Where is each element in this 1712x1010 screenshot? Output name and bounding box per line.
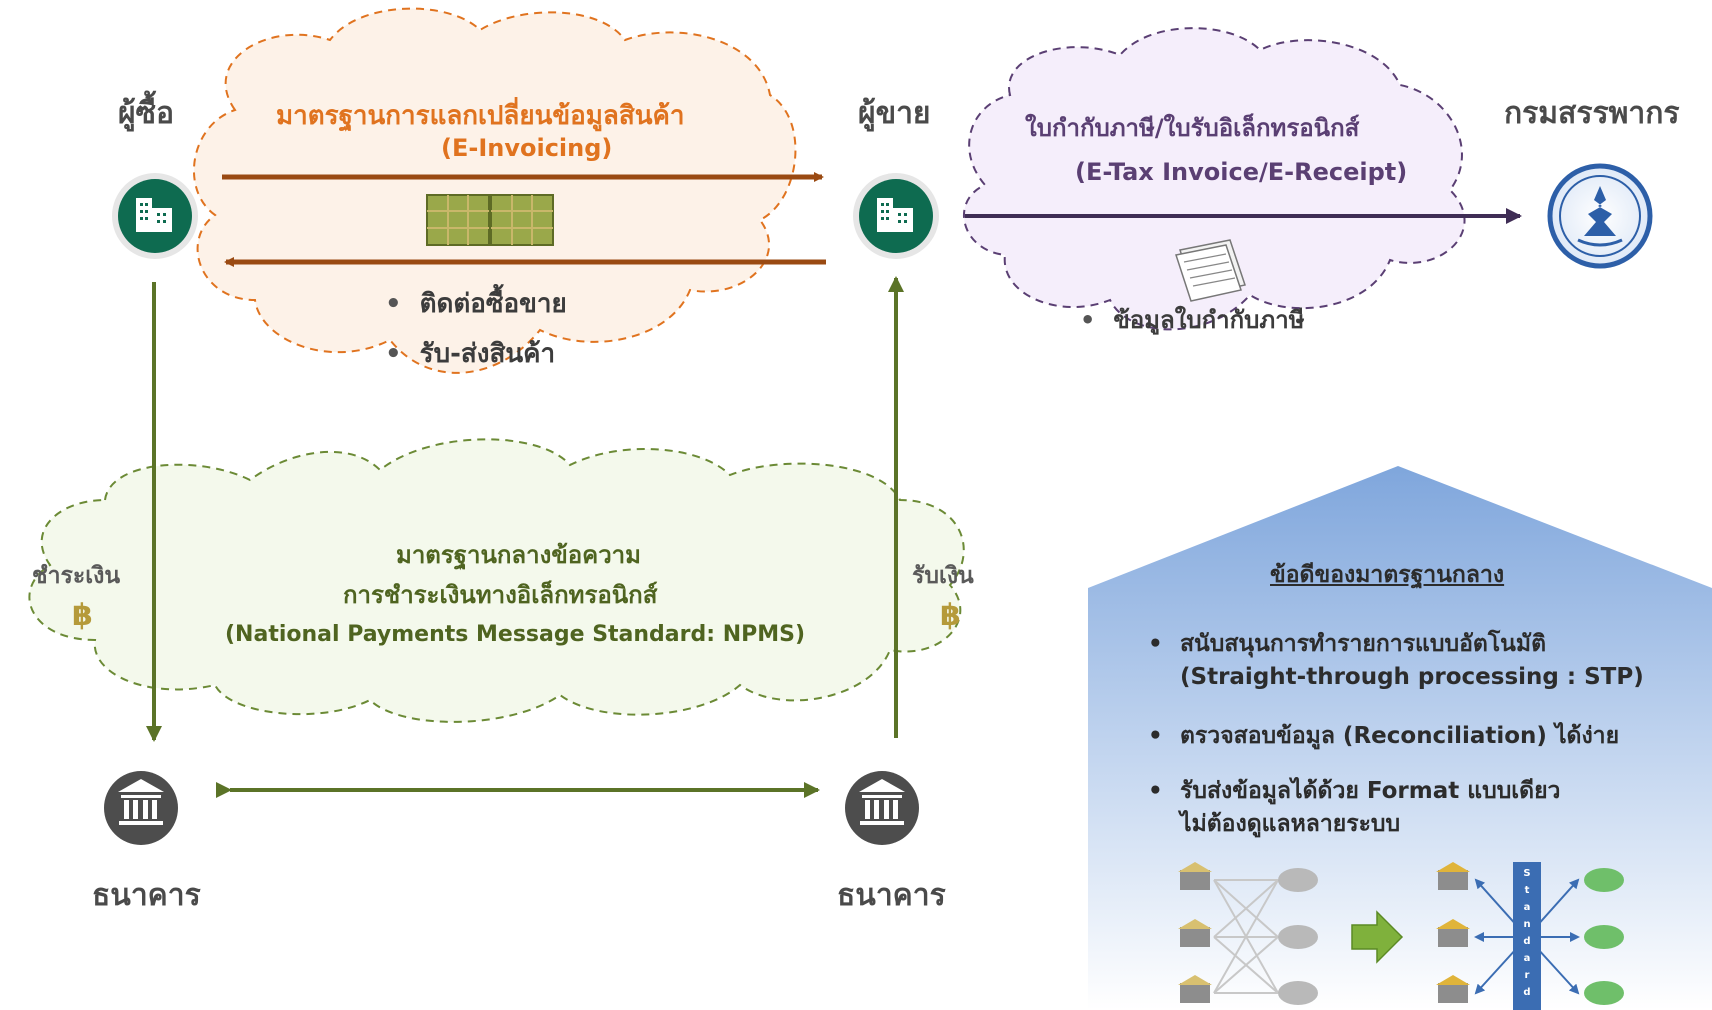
npms-title-line2: การชำระเงินทางอิเล็กทรอนิกส์ <box>343 581 658 609</box>
npms-title-line1: มาตรฐานกลางข้อความ <box>396 541 641 569</box>
seller-label: ผู้ขาย <box>858 96 931 131</box>
etax-title-en: (E-Tax Invoice/E-Receipt) <box>1075 158 1408 186</box>
buyer-label: ผู้ซื้อ <box>118 96 174 131</box>
bank-right-icon <box>845 771 919 845</box>
advantage-item-2: • ตรวจสอบข้อมูล (Reconciliation) ได้ง่าย <box>1148 720 1620 753</box>
svg-text:r: r <box>1525 970 1530 981</box>
svg-text:n: n <box>1523 919 1530 930</box>
revenue-department-seal-icon <box>1547 163 1653 269</box>
after-integration-diagram: S t a n d a r d <box>1436 862 1624 1010</box>
bank-left-label: ธนาคาร <box>92 878 201 913</box>
advantage-item-3-line1: รับส่งข้อมูลได้ด้วย Format แบบเดียว <box>1180 778 1561 804</box>
advantage-item-1: • สนับสนุนการทำรายการแบบอัตโนมัติ (Strai… <box>1148 628 1644 694</box>
buyer-building-icon <box>112 173 198 259</box>
einvoicing-title-en: (E-Invoicing) <box>441 134 613 162</box>
npms-cloud <box>28 438 965 723</box>
etax-title-th: ใบกำกับภาษี/ใบรับอิเล็กทรอนิกส์ <box>1025 114 1360 142</box>
transition-arrow-icon <box>1351 910 1404 964</box>
svg-text:S: S <box>1523 868 1530 879</box>
svg-text:t: t <box>1525 885 1530 896</box>
advantages-house-panel <box>1088 466 1712 1010</box>
svg-text:a: a <box>1524 902 1531 913</box>
advantage-item-1-line1: สนับสนุนการทำรายการแบบอัตโนมัติ <box>1180 631 1547 657</box>
pay-label: ชำระเงิน <box>32 563 121 589</box>
before-integration-diagram <box>1178 862 1318 1005</box>
einvoicing-title-th: มาตรฐานการแลกเปลี่ยนข้อมูลสินค้า <box>276 101 685 131</box>
advantages-title: ข้อดีของมาตรฐานกลาง <box>1270 562 1505 588</box>
advantage-item-2-line1: ตรวจสอบข้อมูล (Reconciliation) ได้ง่าย <box>1180 723 1620 749</box>
svg-text:d: d <box>1523 936 1530 947</box>
einvoicing-bullet-2: รับ-ส่งสินค้า <box>385 333 555 374</box>
etax-bullet-1: ข้อมูลใบกำกับภาษี <box>1080 300 1304 339</box>
einvoicing-bullet-1: ติดต่อซื้อขาย <box>385 283 567 324</box>
bank-left-icon <box>104 771 178 845</box>
svg-text:a: a <box>1524 953 1531 964</box>
baht-icon-left: ฿ <box>72 598 93 633</box>
advantage-item-3: • รับส่งข้อมูลได้ด้วย Format แบบเดียว ไม… <box>1148 775 1561 841</box>
goods-pallet-icon <box>426 194 554 246</box>
advantage-item-1-line2: (Straight-through processing : STP) <box>1180 664 1644 690</box>
receive-label: รับเงิน <box>912 563 974 589</box>
svg-text:d: d <box>1523 987 1530 998</box>
baht-icon-right: ฿ <box>940 598 961 633</box>
seller-building-icon <box>853 173 939 259</box>
npms-title-line3: (National Payments Message Standard: NPM… <box>225 622 806 647</box>
standard-letters: S t a n d a r d <box>1523 868 1530 998</box>
revenue-department-label: กรมสรรพากร <box>1504 96 1680 131</box>
etax-cloud <box>962 27 1466 331</box>
bank-right-label: ธนาคาร <box>837 878 946 913</box>
advantage-item-3-line2: ไม่ต้องดูแลหลายระบบ <box>1180 811 1401 837</box>
tax-document-icon <box>1175 239 1246 302</box>
